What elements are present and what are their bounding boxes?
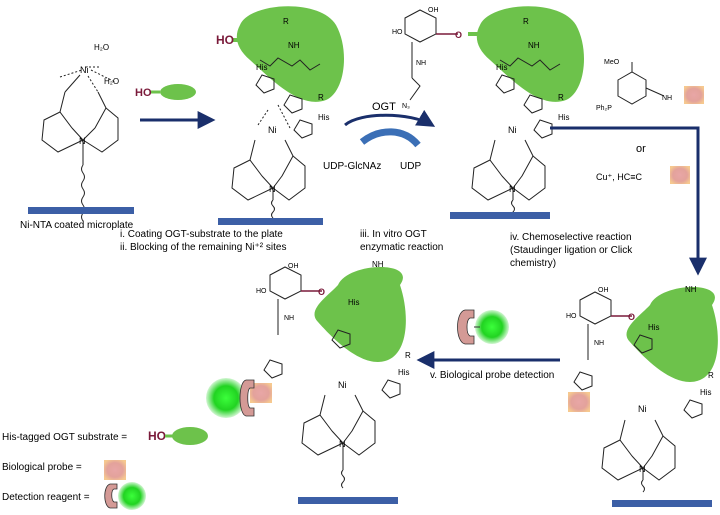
plate-label: Ni-NTA coated microplate: [20, 220, 134, 231]
legend: His-tagged OGT substrate = HO Biological…: [2, 427, 208, 510]
arrow-ogt-reaction: [344, 109, 436, 127]
nh-label-2: NH: [288, 41, 300, 50]
ho-sugar-label-5: HO: [256, 288, 267, 295]
h2o-right-label: H₂O: [104, 77, 119, 86]
step2-label: ii. Blocking of the remaining Ni⁺² sites: [120, 242, 286, 253]
nh-sugar-label-3: NH: [416, 60, 426, 67]
step1-label: i. Coating OGT-substrate to the plate: [120, 229, 283, 240]
legend-probe-icon: [104, 460, 126, 480]
legend-detection-glow: [118, 482, 146, 510]
oh-label-5: OH: [288, 263, 299, 270]
detection-reagent-inline: [457, 309, 509, 345]
o-glyco-label-5: O: [318, 287, 325, 297]
n-atom-label: N: [79, 136, 86, 146]
plate-bar-5: [298, 497, 398, 504]
ho-sugar-label-3: HO: [392, 29, 403, 36]
ph2p-label: Ph₂P: [596, 105, 612, 112]
legend-detection-label: Detection reagent =: [2, 492, 90, 503]
probe-box-attached: [568, 392, 590, 412]
arrow-step4: [550, 126, 707, 276]
n-label-5: N: [339, 439, 346, 449]
o-glyco-label-4: O: [628, 312, 635, 322]
his-label-5a: His: [348, 298, 360, 307]
step3-label-b: enzymatic reaction: [360, 242, 443, 253]
oh-label-3: OH: [428, 7, 439, 14]
n-label-4: N: [639, 464, 646, 474]
ho-sugar-label-4: HO: [566, 313, 577, 320]
plate-bar: [28, 207, 134, 214]
his-label-5b: His: [398, 368, 410, 377]
step3-label-a: iii. In vitro OGT: [360, 229, 427, 240]
nh-sugar-label-5: NH: [284, 315, 294, 322]
probe-box-phosphine: [684, 86, 704, 104]
r-label-4: R: [708, 371, 714, 380]
arrow-udp-curve: [359, 128, 421, 148]
legend-substrate-icon: [172, 427, 208, 445]
n-label-3: N: [509, 184, 516, 194]
substrate-icon-inline: [150, 84, 196, 100]
panel-bound-substrate: [218, 6, 345, 225]
legend-detection-icon: [104, 483, 118, 509]
panel-probe-attached: [568, 286, 718, 507]
udp-label: UDP: [400, 161, 421, 172]
meo-label: MeO: [604, 59, 620, 66]
r-label-3a: R: [523, 17, 529, 26]
ni-label-3: Ni: [508, 125, 517, 135]
nh-label-3: NH: [528, 41, 540, 50]
his-label-2b: His: [318, 113, 330, 122]
step4-label-b: (Staudinger ligation or Click: [510, 245, 633, 256]
r-label-3b: R: [558, 93, 564, 102]
ho-inline-label: HO: [135, 87, 152, 99]
nh-sugar-label-4: NH: [594, 340, 604, 347]
n-label-2: N: [269, 184, 276, 194]
his-label-4b: His: [700, 388, 712, 397]
panel-plate: [28, 66, 134, 222]
ogt-enzyme-label: OGT: [372, 101, 396, 113]
o-glyco-label-3: O: [455, 30, 462, 40]
ni-label-2: Ni: [268, 125, 277, 135]
plate-bar-2: [218, 218, 323, 225]
panel-glcnaz: [404, 6, 585, 219]
udp-glcnaz-label: UDP-GlcNAz: [323, 161, 381, 172]
his-label-4a: His: [648, 323, 660, 332]
nh-label-4: NH: [685, 285, 697, 294]
ni-label-4: Ni: [638, 404, 647, 414]
alkyne-cu-label: Cu⁺, HC≡C: [596, 172, 643, 182]
plate-bar-4: [612, 500, 712, 507]
r-label-2b: R: [318, 93, 324, 102]
ni-atom-label: Ni: [80, 65, 89, 75]
nh-phosphine-label: NH: [662, 95, 672, 102]
r-label-5: R: [405, 351, 411, 360]
step5-label: v. Biological probe detection: [430, 370, 554, 381]
oh-label-4: OH: [598, 287, 609, 294]
ni-label-5: Ni: [338, 380, 347, 390]
legend-substrate-label: His-tagged OGT substrate =: [2, 432, 127, 443]
probe-box-detected: [250, 383, 272, 403]
legend-ho-label: HO: [148, 429, 166, 443]
r-label-2a: R: [283, 17, 289, 26]
h2o-top-label: H₂O: [94, 43, 109, 52]
phosphine-reagent: [617, 62, 704, 105]
his-label-2a: His: [256, 63, 268, 72]
plate-bar-3: [450, 212, 550, 219]
legend-probe-label: Biological probe =: [2, 462, 82, 473]
panel-detection: [206, 266, 406, 504]
step4-label-c: chemistry): [510, 258, 556, 269]
his-label-3b: His: [558, 113, 570, 122]
n3-label-3: N₃: [402, 103, 410, 110]
ho-substrate-label: HO: [216, 33, 234, 47]
nh-label-5: NH: [372, 260, 384, 269]
or-label: or: [636, 143, 646, 155]
probe-box-alkyne: [670, 166, 690, 184]
his-label-3a: His: [496, 63, 508, 72]
step4-label-a: iv. Chemoselective reaction: [510, 232, 632, 243]
